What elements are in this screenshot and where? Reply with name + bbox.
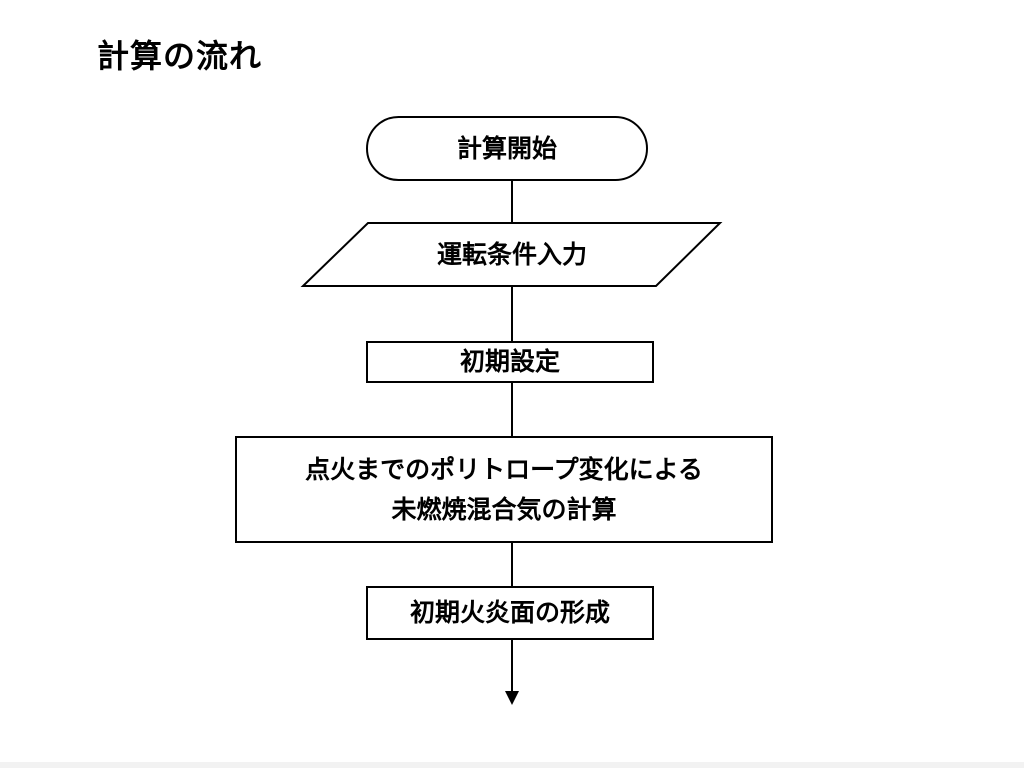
init-label: 初期設定 <box>459 347 560 376</box>
arrowhead-down-icon <box>505 691 519 705</box>
start-terminator <box>366 116 648 181</box>
init-process-box <box>366 341 654 383</box>
slide-title: 計算の流れ <box>97 37 263 75</box>
input-label: 運転条件入力 <box>436 240 587 269</box>
input-parallelogram <box>300 222 723 287</box>
flame-label: 初期火炎面の形成 <box>409 598 610 627</box>
calc-label-line1: 点火までのポリトロープ変化による <box>305 454 703 484</box>
calc-label-line2: 未燃焼混合気の計算 <box>391 494 617 524</box>
flame-process-box <box>366 586 654 640</box>
calc-label: 点火までのポリトロープ変化による 未燃焼混合気の計算 <box>236 436 772 543</box>
bottom-band <box>0 762 1024 768</box>
calc-process-box <box>235 436 773 543</box>
start-label: 計算開始 <box>456 134 557 163</box>
